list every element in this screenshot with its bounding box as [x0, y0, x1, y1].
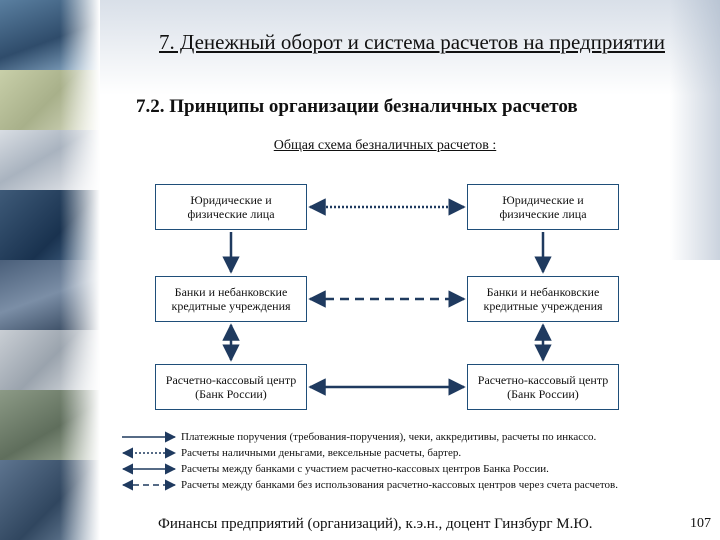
- slide-title: 7. Денежный оборот и система расчетов на…: [159, 30, 665, 54]
- legend: Платежные поручения (требования-поручени…: [120, 430, 720, 494]
- legend-text: Расчеты наличными деньгами, вексельные р…: [181, 447, 462, 459]
- legend-item: Платежные поручения (требования-поручени…: [120, 430, 720, 446]
- dotted-double-arrow-icon: [121, 447, 177, 459]
- box-rkc-right: Расчетно-кассовый центр (Банк России): [467, 364, 619, 410]
- box-rkc-left: Расчетно-кассовый центр (Банк России): [155, 364, 307, 410]
- dashed-double-arrow-icon: [121, 479, 177, 491]
- box-banks-left: Банки и небанковские кредитные учреждени…: [155, 276, 307, 322]
- photo-collage: [0, 0, 100, 540]
- legend-text: Расчеты между банками без использования …: [181, 479, 618, 491]
- footer-author: Финансы предприятий (организаций), к.э.н…: [158, 516, 593, 532]
- slide-subtitle: 7.2. Принципы организации безналичных ра…: [136, 96, 578, 117]
- legend-item: Расчеты между банками с участием расчетн…: [120, 462, 720, 478]
- box-legal-right: Юридические и физические лица: [467, 184, 619, 230]
- legend-text: Расчеты между банками с участием расчетн…: [181, 463, 549, 475]
- box-legal-left: Юридические и физические лица: [155, 184, 307, 230]
- diagram-caption: Общая схема безналичных расчетов :: [273, 138, 497, 153]
- solid-arrow-icon: [122, 431, 177, 443]
- legend-item: Расчеты наличными деньгами, вексельные р…: [120, 446, 720, 462]
- legend-item: Расчеты между банками без использования …: [120, 478, 720, 494]
- box-banks-right: Банки и небанковские кредитные учреждени…: [467, 276, 619, 322]
- solid-double-arrow-icon: [121, 463, 177, 475]
- page-number: 107: [690, 516, 711, 531]
- right-decoration: [670, 0, 720, 260]
- header-background: [100, 0, 720, 95]
- legend-text: Платежные поручения (требования-поручени…: [181, 431, 597, 443]
